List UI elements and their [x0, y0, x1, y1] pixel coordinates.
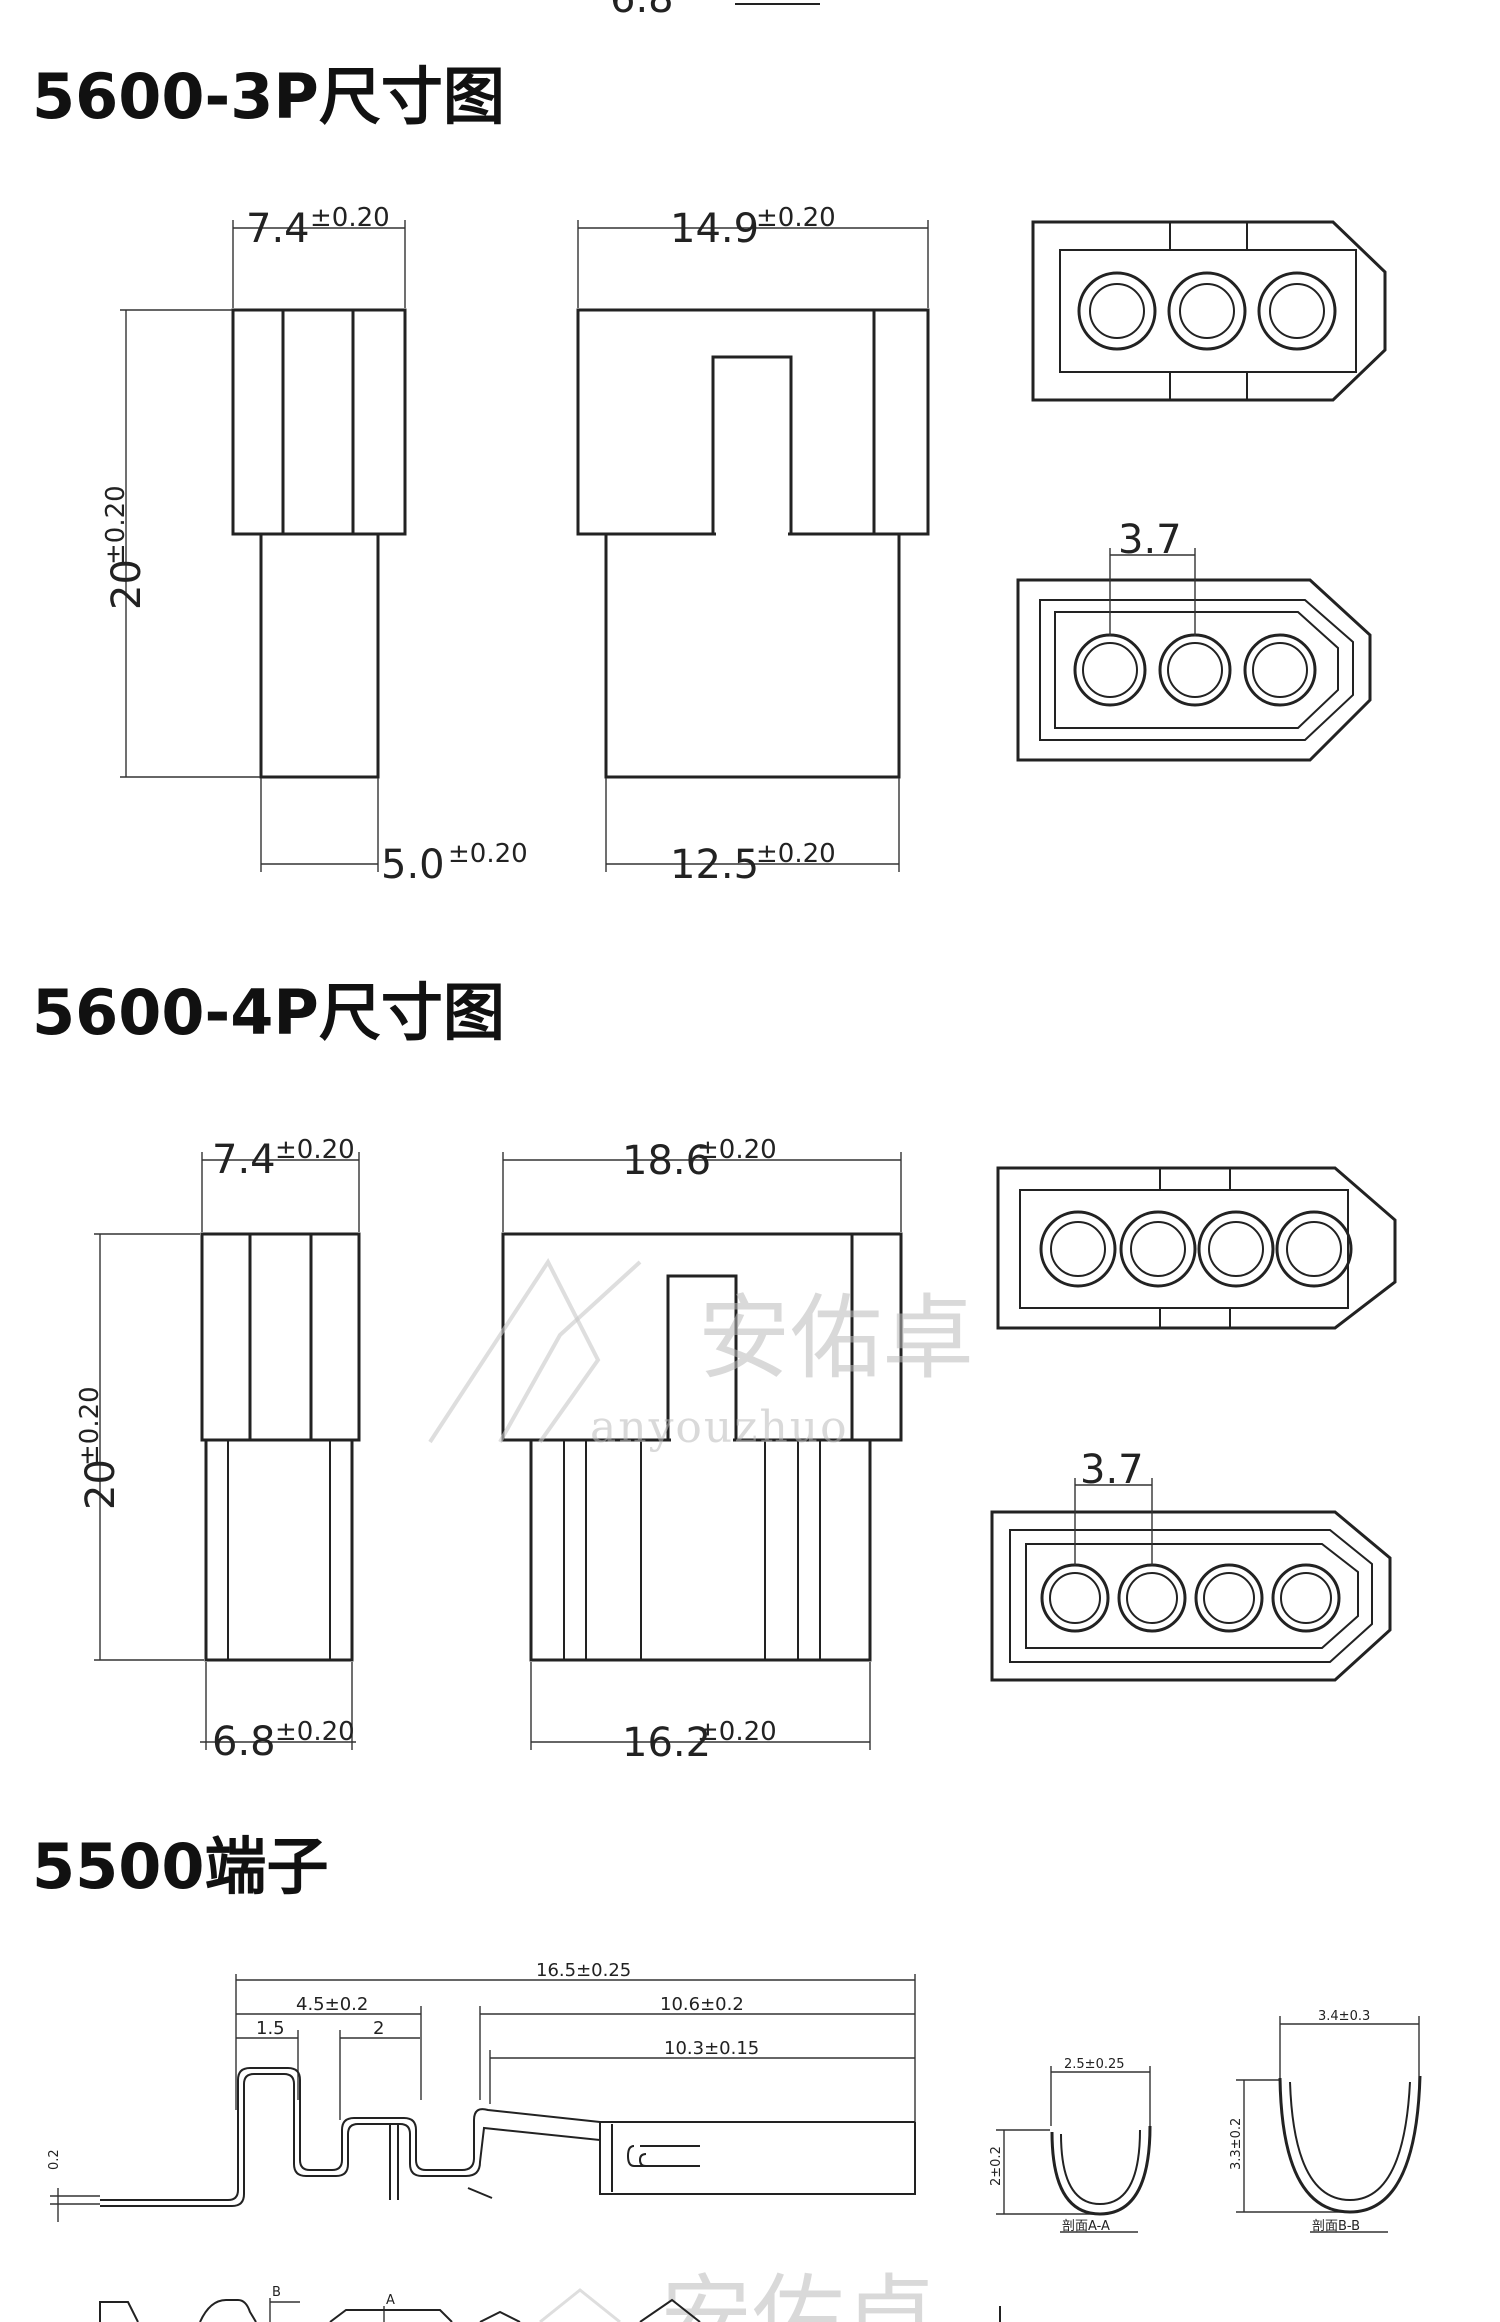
section-title-4p: 5600-4P尺寸图: [32, 976, 505, 1049]
side-bottom-tol-3p: ±0.20: [448, 839, 528, 869]
front-view-4p: [501, 1232, 903, 1662]
pitch-4p: 3.7: [1080, 1447, 1144, 1493]
end-view-bottom-4p: 3.7: [990, 1447, 1392, 1682]
side-bottom-dim-3p: 5.0 ±0.20: [260, 778, 528, 888]
side-width-dim-4p: 7.4 ±0.20: [201, 1135, 360, 1232]
height-tol-3p: ±0.20: [101, 485, 131, 565]
section-a-height: 2±0.2: [989, 2146, 1004, 2186]
front-bottom-tol-3p: ±0.20: [756, 839, 836, 869]
section-b-height: 3.3±0.2: [1229, 2118, 1244, 2170]
height-dim-3p: 20 ±0.20: [101, 309, 260, 778]
terminal-profile: [100, 2067, 916, 2207]
section-b-width: 3.4±0.3: [1318, 2009, 1370, 2024]
terminal-len-b: 10.6±0.2: [660, 1994, 744, 2015]
front-bottom-4p: 16.2: [622, 1720, 711, 1766]
side-width-dim-3p: 7.4 ±0.20: [232, 203, 406, 308]
side-width-3p: 7.4: [246, 206, 310, 252]
section-b-b: 3.4±0.3 3.3±0.2 剖面B-B: [1229, 2009, 1422, 2234]
height-dim-4p: 20 ±0.20: [75, 1233, 204, 1661]
front-width-tol-3p: ±0.20: [756, 203, 836, 233]
drawing-3p: 7.4 ±0.20 20 ±0.20 5.0 ±0.20: [101, 203, 1387, 888]
end-view-top-3p: [1031, 220, 1387, 402]
front-bottom-tol-4p: ±0.20: [697, 1717, 777, 1747]
terminal-len-a: 4.5±0.2: [296, 1994, 368, 2015]
watermark-latin: anyouzhuo: [590, 1402, 849, 1453]
front-width-dim-4p: 18.6 ±0.20: [502, 1135, 902, 1232]
section-a-label: 剖面A-A: [1062, 2219, 1110, 2234]
top-cut-value: 6.8: [610, 0, 674, 22]
front-width-tol-4p: ±0.20: [697, 1135, 777, 1165]
side-width-tol-3p: ±0.20: [310, 203, 390, 233]
front-bottom-dim-4p: 16.2 ±0.20: [530, 1662, 871, 1766]
watermark-text-bottom: 安佑卓: [660, 2265, 936, 2322]
section-title-3p: 5600-3P尺寸图: [32, 60, 505, 133]
watermark: 安佑卓 anyouzhuo 安佑卓: [428, 1258, 974, 2322]
section-title-terminal: 5500端子: [32, 1830, 329, 1903]
end-view-bottom-3p: 3.7: [1016, 517, 1372, 762]
side-width-tol-4p: ±0.20: [275, 1135, 355, 1165]
side-view-4p: [200, 1232, 361, 1662]
terminal-len-d: 1.5: [256, 2018, 285, 2039]
terminal-dims: 16.5±0.25 4.5±0.2 10.6±0.2 10.3±0.15 1.5…: [47, 1960, 916, 2222]
terminal-top-view: B A: [99, 2285, 1001, 2322]
height-tol-4p: ±0.20: [75, 1386, 105, 1466]
terminal-len-c: 10.3±0.15: [664, 2038, 759, 2059]
section-a-a: 2.5±0.25 2±0.2 剖面A-A: [989, 2057, 1152, 2234]
side-bottom-tol-4p: ±0.20: [275, 1717, 355, 1747]
front-view-3p: [576, 308, 930, 779]
terminal-len-e: 2: [373, 2018, 384, 2039]
marker-b: B: [272, 2285, 281, 2300]
terminal-thickness: 0.2: [47, 2149, 62, 2170]
front-bottom-3p: 12.5: [670, 842, 759, 888]
pitch-3p: 3.7: [1118, 517, 1182, 563]
height-3p: 20: [104, 559, 150, 610]
side-view-3p: [231, 308, 407, 779]
side-bottom-dim-4p: 6.8 ±0.20: [200, 1662, 356, 1765]
drawing-4p: 7.4 ±0.20 20 ±0.20 6.8 ±0.20: [75, 1135, 1397, 1766]
terminal-total-length: 16.5±0.25: [536, 1960, 631, 1981]
side-bottom-4p: 6.8: [212, 1719, 276, 1765]
section-b-label: 剖面B-B: [1312, 2219, 1360, 2234]
height-4p: 20: [78, 1459, 124, 1510]
front-width-dim-3p: 14.9 ±0.20: [577, 203, 929, 308]
front-width-4p: 18.6: [622, 1138, 711, 1184]
drawing-terminal: 16.5±0.25 4.5±0.2 10.6±0.2 10.3±0.15 1.5…: [47, 1960, 1422, 2322]
side-width-4p: 7.4: [212, 1137, 276, 1183]
side-bottom-3p: 5.0: [381, 842, 445, 888]
top-cutoff-dimension: 6.8: [610, 0, 820, 22]
front-bottom-dim-3p: 12.5 ±0.20: [605, 778, 900, 888]
end-view-top-4p: [996, 1166, 1397, 1330]
marker-a: A: [386, 2293, 395, 2308]
watermark-text: 安佑卓: [698, 1285, 974, 1392]
section-a-width: 2.5±0.25: [1064, 2057, 1125, 2072]
front-width-3p: 14.9: [670, 206, 759, 252]
